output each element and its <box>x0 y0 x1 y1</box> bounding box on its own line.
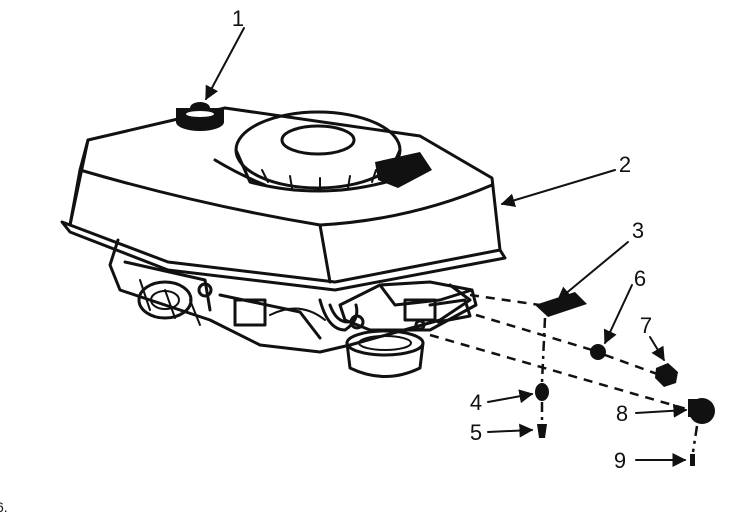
part-5-screw <box>537 424 547 438</box>
callout-7: 7 <box>640 313 652 338</box>
callout-2: 2 <box>619 152 631 177</box>
carburetor <box>318 280 478 332</box>
callout-8: 8 <box>616 401 628 426</box>
part-6-washer <box>590 344 606 360</box>
float-bowl <box>345 329 425 378</box>
callout-4: 4 <box>470 390 482 415</box>
part-9-pin <box>690 454 695 466</box>
callout-3: 3 <box>632 218 644 243</box>
engine-crankcase <box>108 238 472 354</box>
callout-9: 9 <box>614 448 626 473</box>
fill-cap <box>176 102 224 131</box>
corner-fragment: 6. <box>0 499 8 515</box>
part-7-nut <box>655 363 678 387</box>
shroud-block <box>375 152 432 188</box>
callout-labels: 1 2 3 4 5 6 7 8 9 6. <box>0 6 652 515</box>
part-8-bowl-nut <box>688 398 715 424</box>
recoil-starter <box>213 110 402 193</box>
blower-housing <box>60 106 507 292</box>
exploded-view-lines <box>429 293 699 453</box>
callout-1: 1 <box>232 6 244 31</box>
leader-arrows <box>205 27 688 467</box>
part-4-washer <box>535 383 549 401</box>
callout-6: 6 <box>634 266 646 291</box>
part-3-gasket <box>535 292 587 317</box>
callout-5: 5 <box>470 420 482 445</box>
